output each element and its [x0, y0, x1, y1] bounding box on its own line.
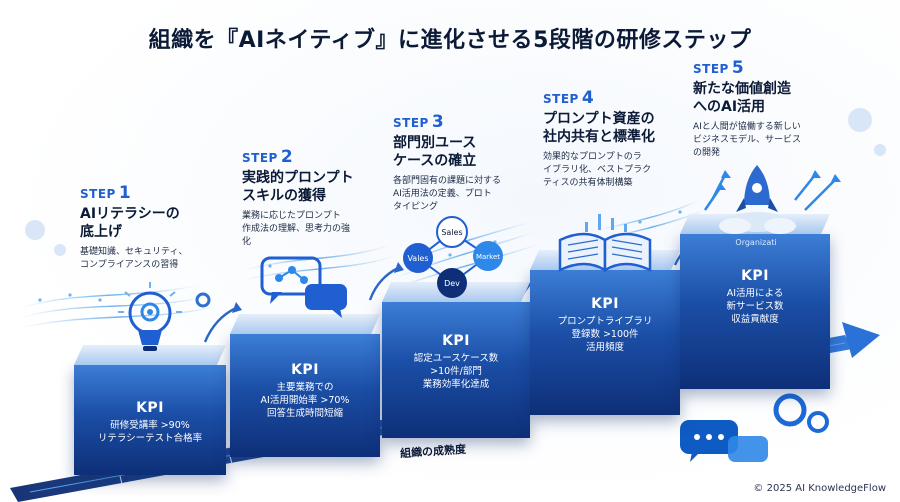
- step5-heading: 新たな価値創造へのAI活用: [693, 81, 791, 115]
- bottom-gear-icon: [773, 393, 829, 433]
- organization-badge: Organizati: [735, 238, 777, 247]
- bottom-chat-icon: [680, 420, 768, 462]
- step3-block: [382, 302, 530, 438]
- step1-side-gear-icon: [195, 292, 211, 308]
- step4-heading: プロンプト資産の社内共有と標準化: [543, 111, 655, 145]
- step1-block: [74, 365, 226, 475]
- network-node-sales: [436, 216, 468, 248]
- corner-sparkle-icons: [25, 108, 886, 256]
- network-node-label: Market: [476, 253, 500, 261]
- kpi-title: KPI: [136, 400, 164, 416]
- page-title: 組織を『AIネイティブ』に進化させる5段階の研修ステップ: [148, 28, 752, 53]
- step2-description: 業務に応じたプロンプト作成法の理解、思考力の強化: [242, 211, 351, 247]
- step1-block-top: [74, 345, 226, 365]
- step5-description: AIと人間が協働する新しいビジネスモデル、サービスの開発: [693, 122, 802, 158]
- step2-block-top: [230, 314, 380, 334]
- network-node-dev: [437, 268, 467, 298]
- network-node-vales: [403, 243, 433, 273]
- network-node-market: [473, 241, 503, 271]
- lightbulb-gear-icon: [118, 282, 182, 351]
- kpi-title: KPI: [591, 296, 619, 312]
- step1-description: 基礎知識、セキュリティ、コンプライアンスの習得: [80, 247, 188, 270]
- step3-heading: 部門別ユースケースの確立: [393, 135, 477, 169]
- step4-kpi: KPI プロンプトライブラリ登録数 >100件活用頻度: [530, 296, 680, 354]
- rocket-icon: [703, 165, 841, 234]
- kpi-text: AI活用による新サービス数収益貢献度: [726, 288, 784, 325]
- kpi-title: KPI: [741, 268, 769, 284]
- chat-bubbles-icon: [260, 256, 347, 318]
- step4-block: [530, 270, 680, 415]
- open-book-icon: [558, 214, 652, 273]
- copyright-footer: © 2025 AI KnowledgeFlow: [753, 483, 886, 494]
- step5-kpi: KPI AI活用による新サービス数収益貢献度: [680, 268, 830, 326]
- kpi-text: 研修受講率 >90%リテラシーテスト合格率: [97, 420, 203, 444]
- step5-block: [680, 234, 830, 389]
- step2-block: [230, 334, 380, 457]
- step4-description: 効果的なプロンプトのライブラリ化、ベストプラクティスの共有体制構築: [543, 152, 652, 188]
- step1-heading: AIリテラシーの底上げ: [80, 206, 180, 240]
- kpi-text: プロンプトライブラリ登録数 >100件活用頻度: [557, 316, 653, 353]
- network-node-label: Sales: [441, 228, 462, 237]
- step3-kpi: KPI 認定ユースケース数>10件/部門業務効率化達成: [382, 333, 530, 391]
- kpi-title: KPI: [291, 362, 319, 378]
- network-node-label: Dev: [444, 279, 460, 288]
- kpi-title: KPI: [442, 333, 470, 349]
- network-node-label: Vales: [407, 254, 428, 263]
- kpi-text: 認定ユースケース数>10件/部門業務効率化達成: [413, 353, 499, 390]
- step2-heading: 実践的プロンプトスキルの獲得: [242, 170, 354, 204]
- step1-kpi: KPI 研修受講率 >90%リテラシーテスト合格率: [74, 400, 226, 445]
